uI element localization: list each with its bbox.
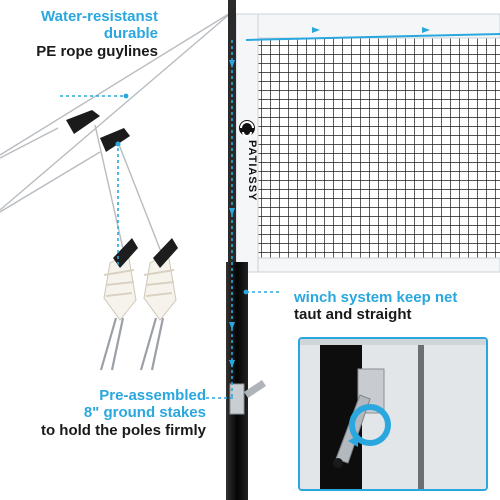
ground-stakes-icon	[99, 238, 178, 371]
stakes-caption-line3: to hold the poles firmly	[40, 421, 206, 439]
winch-closeup	[300, 339, 486, 489]
guylines-caption: Water-resistanst durable PE rope guyline…	[6, 8, 158, 60]
rope-tensioner-icon	[66, 110, 130, 152]
stakes-caption-line2: 8" ground stakes	[83, 404, 206, 422]
net	[235, 13, 500, 273]
stakes-caption-line1: Pre-assembled	[99, 387, 206, 404]
winch-caption-line1: winch system keep net	[294, 289, 458, 306]
guylines-caption-line1: Water-resistanst	[41, 8, 158, 25]
guylines	[0, 11, 233, 263]
arrow-icon	[123, 27, 430, 368]
winch-caption: winch system keep net taut and straight	[294, 289, 500, 324]
winch-caption-line2: taut and straight	[294, 306, 412, 324]
callout-lines	[60, 40, 280, 400]
guylines-caption-line2: durable	[103, 25, 158, 43]
brand-label: PATIASSY	[246, 140, 258, 202]
stakes-caption: Pre-assembled 8" ground stakes to hold t…	[0, 387, 206, 439]
guylines-caption-line3: PE rope guylines	[36, 42, 158, 60]
winch-inset	[298, 337, 488, 491]
